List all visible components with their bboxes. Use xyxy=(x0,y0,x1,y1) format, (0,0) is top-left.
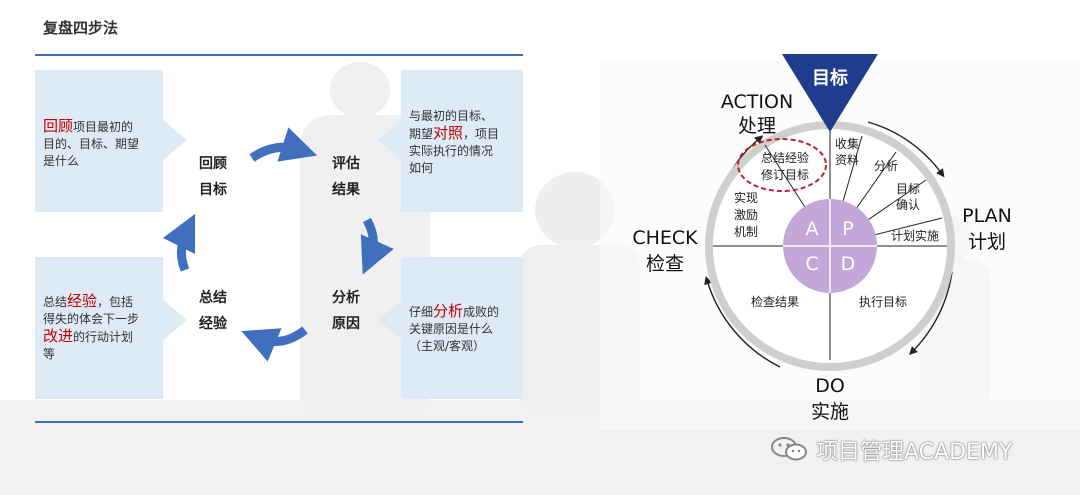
letter-p: P xyxy=(842,218,853,240)
inner-incent-2: 激励 xyxy=(734,208,758,222)
analyze-text-3: （主观/客观） xyxy=(409,339,486,353)
arrow-summarize-to-review xyxy=(162,213,196,272)
inner-collect-1: 收集 xyxy=(835,136,859,151)
plan-zh: 计划 xyxy=(968,231,1006,253)
node-summarize-line1: 总结 xyxy=(199,290,227,306)
inner-incent-3: 机制 xyxy=(734,225,758,239)
inner-summary-1: 总结经验 xyxy=(761,150,809,165)
summary-highlight-ellipse xyxy=(737,138,827,192)
letter-c: C xyxy=(805,253,818,275)
inner-exec-goal: 执行目标 xyxy=(859,295,907,309)
analyze-text-1b: 成败的 xyxy=(463,305,500,319)
page-title: 复盘四步法 xyxy=(43,19,119,37)
inner-summary-2: 修订目标 xyxy=(761,167,809,182)
arc-do-to-check xyxy=(704,275,781,368)
node-evaluate: 评估 结果 xyxy=(326,151,366,203)
node-review-line2: 目标 xyxy=(199,182,227,198)
arc-plan-to-do xyxy=(909,271,953,355)
inner-check-result: 检查结果 xyxy=(751,294,799,309)
do-en: DO xyxy=(815,375,845,397)
summarize-highlight: 经验 xyxy=(67,292,98,310)
review-text-1: 项目最初的 xyxy=(73,120,134,134)
node-review-line1: 回顾 xyxy=(199,156,227,172)
inner-plan-impl: 计划实施 xyxy=(891,228,939,243)
analyze-text-1a: 仔细 xyxy=(409,305,434,319)
node-evaluate-line2: 结果 xyxy=(332,182,360,198)
evaluate-text-2a: 期望 xyxy=(409,127,434,141)
bottom-divider xyxy=(35,421,523,423)
action-zh: 处理 xyxy=(738,115,776,137)
evaluate-text-2b: ，项目 xyxy=(463,127,500,141)
wechat-icon xyxy=(771,437,807,461)
arrow-analyze-to-summarize xyxy=(241,326,308,362)
watermark-text: 项目管理ACADEMY xyxy=(816,440,1013,465)
inner-collect-2: 资料 xyxy=(835,153,859,167)
letter-d: D xyxy=(841,253,856,275)
summarize-text-1a: 总结 xyxy=(43,295,68,309)
summarize-text-2: 得失的体会下一步 xyxy=(43,312,140,326)
node-evaluate-line1: 评估 xyxy=(332,156,360,172)
summarize-box: 总结经验，包括 得失的体会下一步 改进的行动计划 等 xyxy=(35,257,163,399)
arrow-evaluate-to-analyze xyxy=(360,217,394,275)
evaluate-text-1: 与最初的目标、 xyxy=(409,109,494,123)
cycle-arrows xyxy=(162,127,394,362)
review-text-3: 是什么 xyxy=(43,154,80,168)
node-review: 回顾 目标 xyxy=(193,151,233,203)
inner-incent-1: 实现 xyxy=(734,190,758,205)
inner-confirm-2: 确认 xyxy=(896,198,920,212)
analyze-text-2: 关键原因是什么 xyxy=(409,322,494,336)
check-zh: 检查 xyxy=(646,253,684,275)
analyze-box: 仔细分析成败的 关键原因是什么 （主观/客观） xyxy=(401,257,523,399)
inner-analyze: 分析 xyxy=(874,159,898,173)
arc-action-to-plan xyxy=(867,121,945,178)
summarize-text-3: 的行动计划 xyxy=(73,330,134,344)
letter-a: A xyxy=(806,218,819,240)
goal-triangle xyxy=(782,54,878,132)
review-highlight: 回顾 xyxy=(43,117,74,135)
evaluate-box: 与最初的目标、 期望对照，项目 实际执行的情况 如何 xyxy=(401,70,523,212)
evaluate-box-pointer xyxy=(378,120,402,160)
review-box-pointer xyxy=(163,120,187,160)
node-analyze-line1: 分析 xyxy=(332,290,360,306)
evaluate-text-4: 如何 xyxy=(409,161,434,175)
goal-label: 目标 xyxy=(812,67,848,89)
summarize-box-pointer xyxy=(163,300,187,340)
action-en: ACTION xyxy=(721,91,793,113)
review-box: 回顾项目最初的 目的、目标、期望 是什么 xyxy=(35,70,163,212)
evaluate-text-3: 实际执行的情况 xyxy=(409,144,494,158)
title-divider xyxy=(35,54,523,56)
node-summarize-line2: 经验 xyxy=(199,316,227,332)
arrow-review-to-evaluate xyxy=(249,127,318,162)
summarize-highlight-2: 改进 xyxy=(43,327,74,345)
analyze-highlight: 分析 xyxy=(433,302,464,320)
node-analyze: 分析 原因 xyxy=(326,285,366,337)
evaluate-highlight: 对照 xyxy=(433,124,464,142)
node-summarize: 总结 经验 xyxy=(193,285,233,337)
summarize-text-1b: ，包括 xyxy=(97,295,134,309)
analyze-box-pointer xyxy=(378,300,402,340)
inner-confirm-1: 目标 xyxy=(896,182,920,196)
plan-en: PLAN xyxy=(962,205,1012,227)
pdca-diagram: 目标 A P C D 总结经验 修订目标 收集 资料 分析 目标 确认 计划实施… xyxy=(632,54,1012,423)
review-text-2: 目的、目标、期望 xyxy=(43,137,140,151)
node-analyze-line2: 原因 xyxy=(332,316,360,332)
do-zh: 实施 xyxy=(811,401,849,423)
check-en: CHECK xyxy=(632,227,698,249)
summarize-text-4: 等 xyxy=(43,347,56,361)
